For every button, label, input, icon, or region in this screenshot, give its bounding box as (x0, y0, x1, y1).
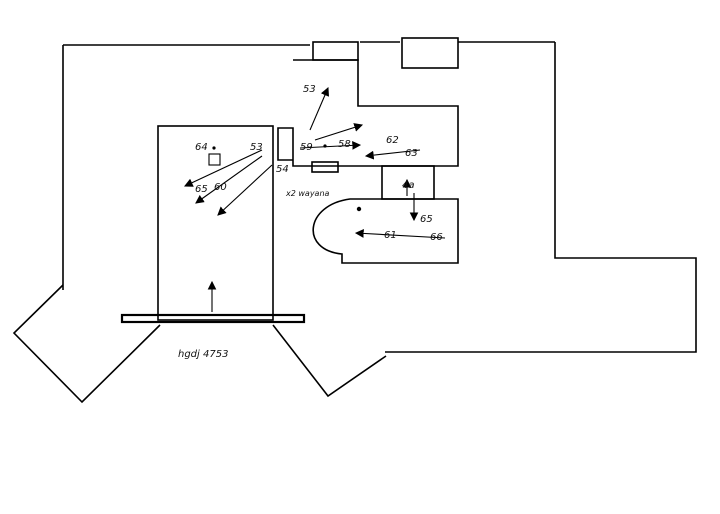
label-o: 4a (402, 180, 415, 191)
mid-ref-label: x2 wayana (285, 189, 330, 198)
upper-room (277, 59, 459, 167)
right-wing (272, 324, 387, 398)
top-box-left (312, 41, 359, 61)
main-hall (157, 125, 274, 321)
label-j: 60 (214, 182, 227, 193)
label-m: 66 (430, 232, 443, 243)
bottom-ref-label: hgdj 4753 (178, 349, 228, 360)
top-box-right (401, 37, 459, 69)
label-i: 65 (195, 184, 208, 195)
label-b: 53 (250, 142, 263, 153)
point-marker (212, 146, 216, 150)
window-square (208, 153, 221, 166)
label-a: 53 (303, 84, 316, 95)
arrows (184, 86, 446, 312)
label-e: 62 (386, 135, 399, 146)
outer-boundary (62, 41, 697, 353)
label-d: 64 (195, 142, 208, 153)
label-f: 59 (300, 142, 313, 153)
label-h: 63 (405, 148, 418, 159)
label-g: 58 (338, 139, 351, 150)
upper-room-step (311, 161, 339, 173)
label-c: 54 (276, 164, 289, 175)
label-k: 61 (384, 230, 397, 241)
left-wing (12, 284, 161, 404)
point-marker-3 (356, 206, 362, 212)
bottom-wall-bar (120, 313, 306, 324)
rounded-room (312, 198, 459, 264)
label-l: 65 (420, 214, 433, 225)
